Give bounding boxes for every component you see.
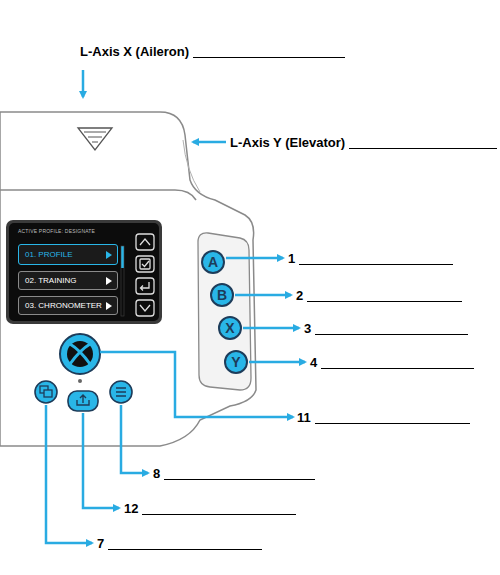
scrollbar — [121, 246, 124, 268]
callout-number: 11 — [297, 410, 311, 425]
button-letter: A — [208, 255, 218, 269]
button-panel — [198, 233, 251, 390]
axis-label: L-Axis Y (Elevator) — [230, 135, 345, 150]
answer-blank — [193, 57, 345, 58]
answer-blank — [164, 479, 315, 480]
menu-label: 01. PROFILE — [25, 250, 73, 260]
menu-button — [110, 381, 132, 403]
view-button — [35, 381, 57, 403]
answer-blank — [315, 334, 468, 335]
housing-edge — [183, 140, 200, 192]
answer-blank — [307, 301, 462, 302]
screen-bezel — [6, 220, 162, 324]
callout-number: 3 — [304, 321, 311, 336]
menu-arrow — [106, 251, 112, 259]
answer-blank — [315, 423, 470, 424]
screen-heading: ACTIVE PROFILE: DESIGNATE — [18, 228, 95, 234]
callout-number: 1 — [288, 251, 295, 266]
answer-blank — [299, 264, 453, 265]
callout-number: 8 — [153, 466, 160, 481]
callout-number: 2 — [296, 288, 303, 303]
housing-outline — [0, 112, 256, 446]
callout-number: 12 — [124, 501, 138, 516]
face-button: A — [201, 250, 225, 274]
answer-blank — [349, 148, 497, 149]
face-button: B — [210, 283, 234, 307]
menu-arrow — [106, 302, 112, 310]
menu-label: 03. CHRONOMETER — [25, 301, 102, 311]
menu-arrow — [106, 277, 112, 285]
menu-label: 02. TRAINING — [25, 276, 76, 286]
answer-blank — [108, 549, 262, 550]
menu-item: 03. CHRONOMETER — [18, 296, 118, 315]
callout-number: 7 — [97, 536, 104, 551]
face-button: X — [218, 316, 242, 340]
axis-label: L-Axis X (Aileron) — [80, 44, 189, 59]
display-screen: ACTIVE PROFILE: DESIGNATE 01. PROFILE 02. … — [8, 222, 160, 322]
menu-item: 02. TRAINING — [18, 271, 118, 290]
xbox-button — [60, 334, 100, 374]
screen — [9, 223, 159, 321]
share-button — [68, 391, 98, 411]
logo-triangle — [78, 128, 112, 150]
status-light — [78, 379, 82, 383]
button-letter: B — [217, 288, 227, 302]
scrollbar-track — [121, 246, 124, 316]
housing-edge — [0, 190, 196, 200]
answer-blank — [142, 514, 296, 515]
answer-blank — [321, 368, 474, 369]
menu-item: 01. PROFILE — [18, 244, 118, 265]
face-button: Y — [224, 350, 248, 374]
button-letter: Y — [231, 355, 240, 369]
button-letter: X — [225, 321, 234, 335]
callout-number: 4 — [310, 355, 317, 370]
screen-icons — [136, 234, 154, 316]
